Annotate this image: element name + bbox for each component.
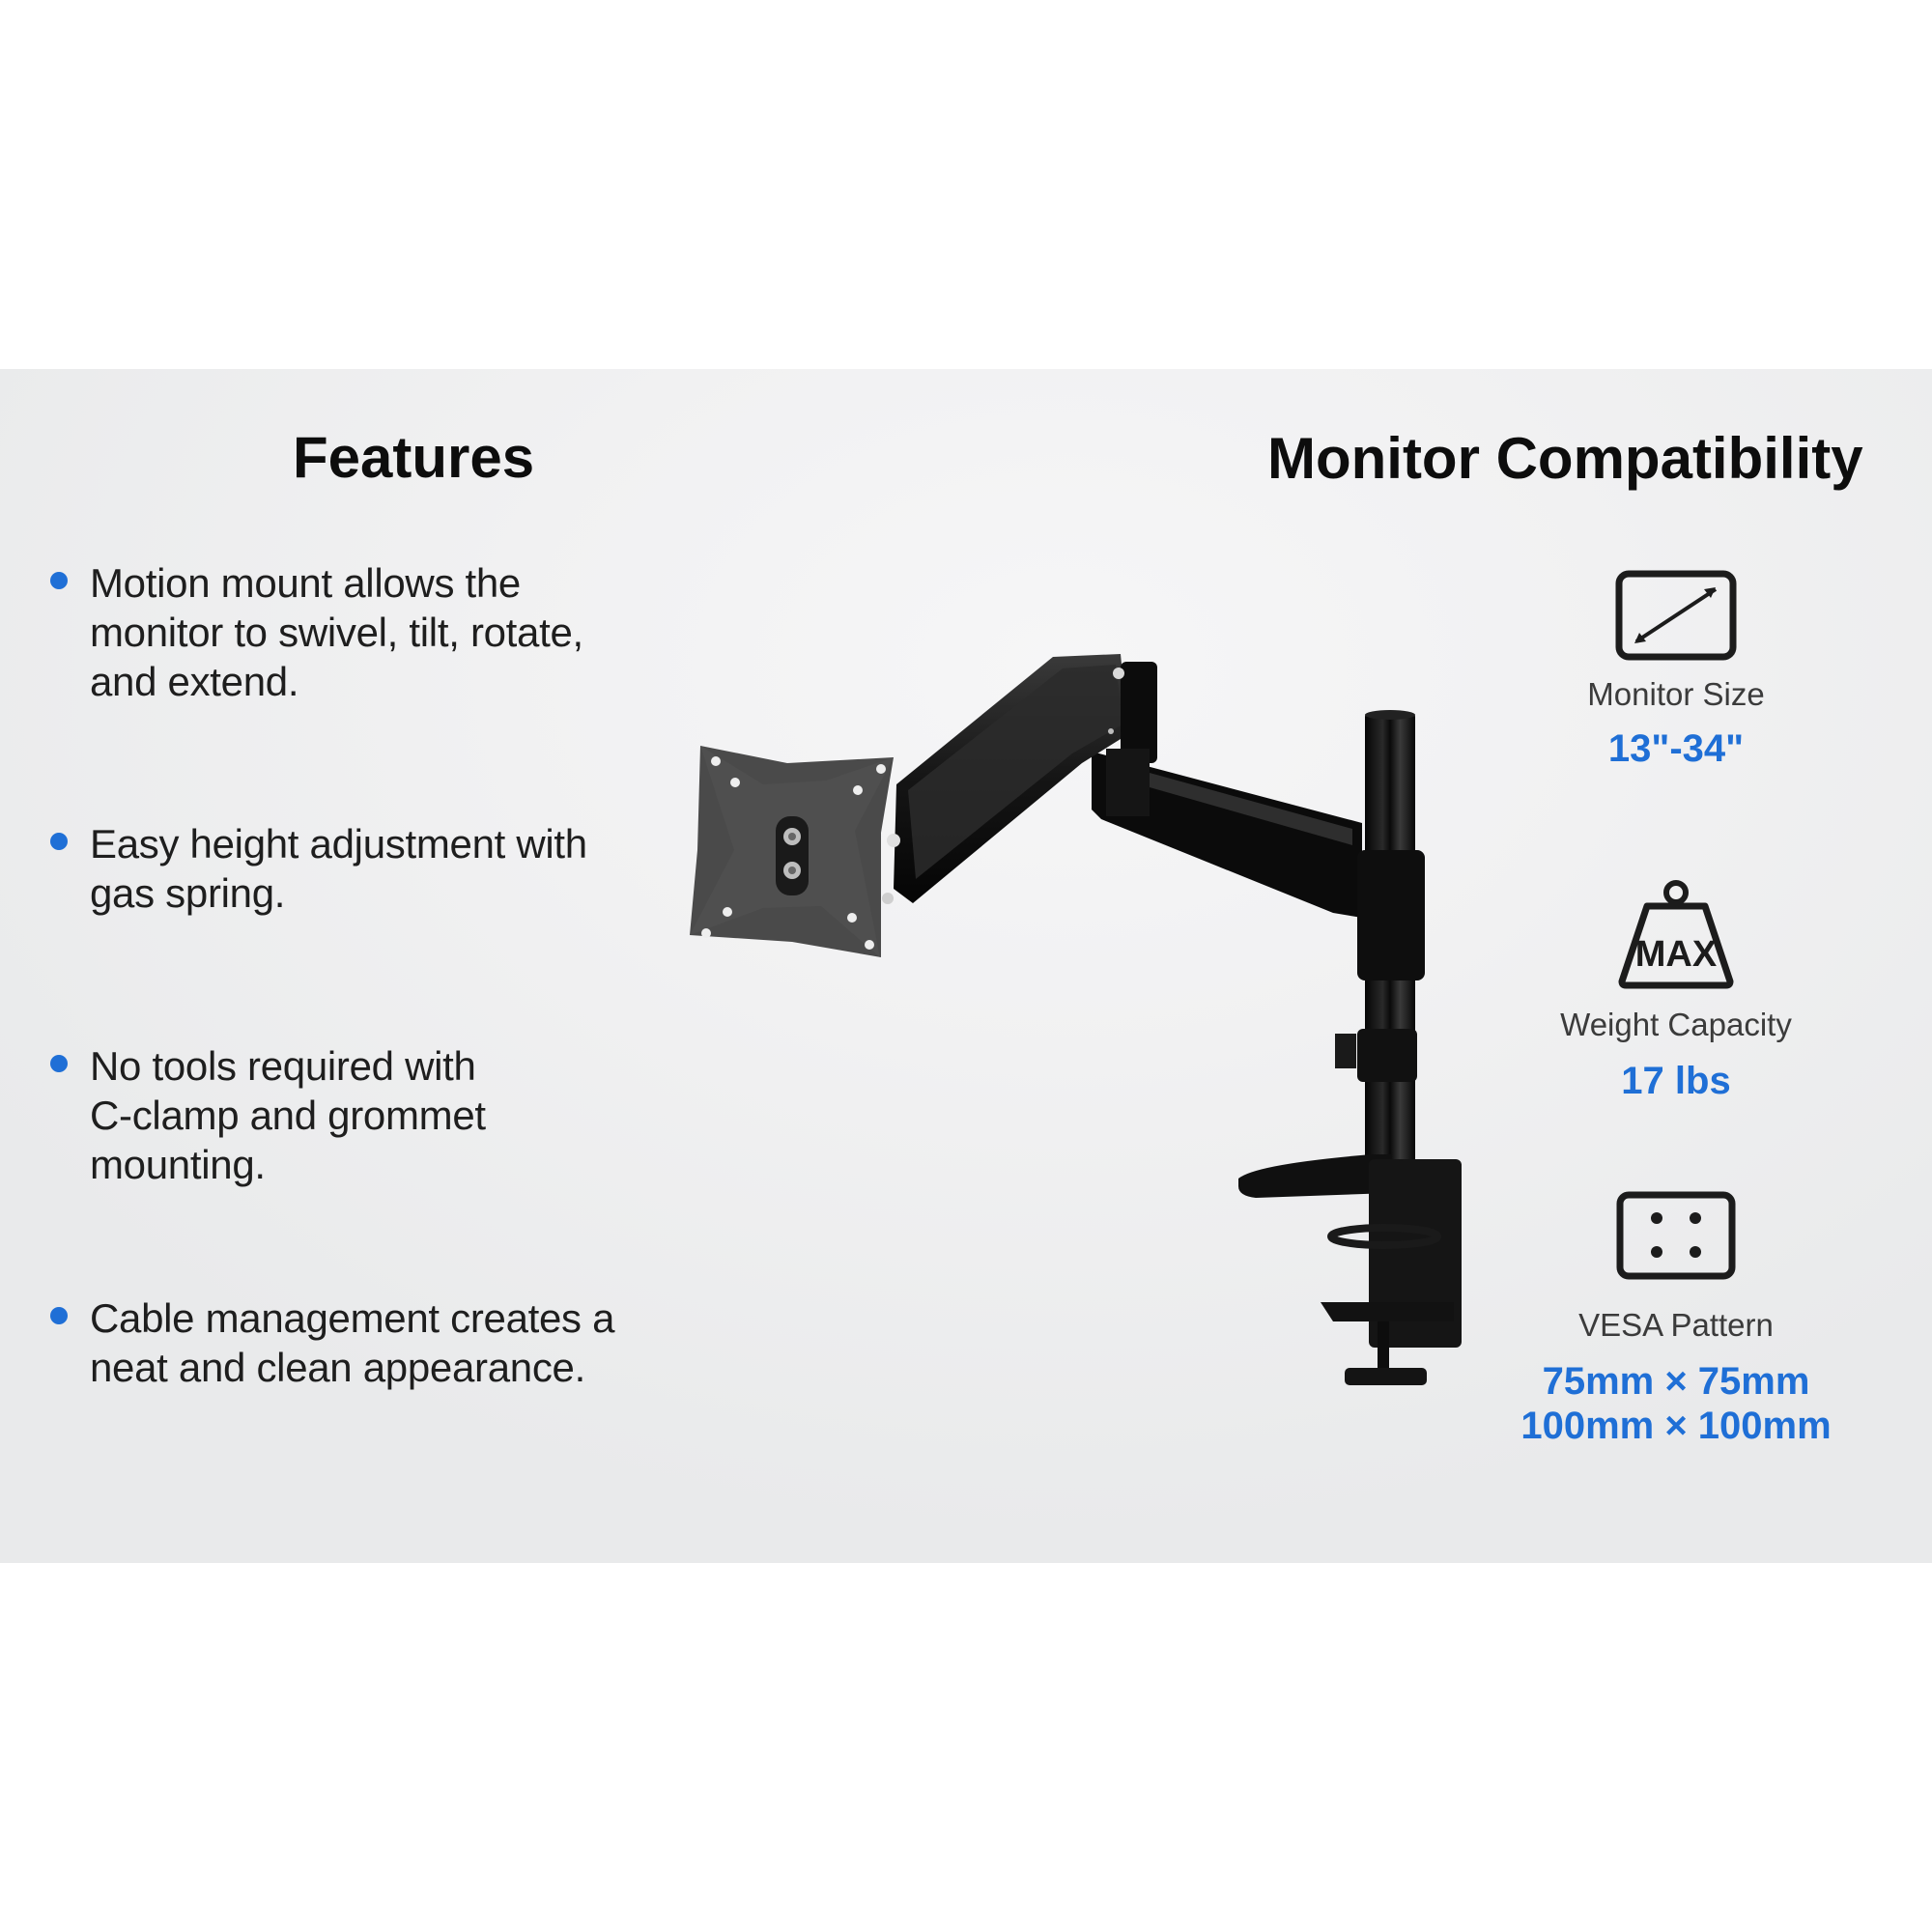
spec-label: VESA Pattern — [1578, 1307, 1774, 1343]
features-heading: Features — [293, 425, 535, 490]
feature-text: Motion mount allows the monitor to swive… — [90, 560, 583, 704]
weight-max-icon: MAX — [1618, 880, 1734, 989]
monitor-arm-image — [690, 654, 1462, 1385]
spec-value: 75mm × 75mm — [1542, 1360, 1810, 1403]
spec-value: 17 lbs — [1621, 1060, 1731, 1102]
bullet-icon — [50, 1055, 68, 1072]
svg-text:MAX: MAX — [1635, 934, 1718, 975]
spec-weight-capacity: MAX Weight Capacity 17 lbs — [1507, 879, 1845, 1100]
spec-label: Monitor Size — [1587, 676, 1765, 712]
spec-monitor-size: Monitor Size 13"-34" — [1507, 570, 1845, 768]
spec-value: 100mm × 100mm — [1520, 1405, 1832, 1447]
feature-text: Easy height adjustment with gas spring. — [90, 821, 587, 916]
feature-text: No tools required with C-clamp and gromm… — [90, 1043, 486, 1187]
feature-text: Cable management creates a neat and clea… — [90, 1295, 615, 1390]
spec-value: 13"-34" — [1607, 727, 1745, 770]
spec-label: Weight Capacity — [1560, 1007, 1792, 1042]
bullet-icon — [50, 1307, 68, 1324]
compatibility-heading: Monitor Compatibility — [1267, 426, 1863, 491]
feature-panel — [0, 369, 1932, 1563]
bullet-icon — [50, 833, 68, 850]
vesa-pattern-icon — [1616, 1191, 1736, 1280]
spec-vesa-pattern: VESA Pattern 75mm × 75mm 100mm × 100mm — [1507, 1191, 1845, 1445]
monitor-size-icon — [1615, 570, 1737, 661]
bullet-icon — [50, 572, 68, 589]
